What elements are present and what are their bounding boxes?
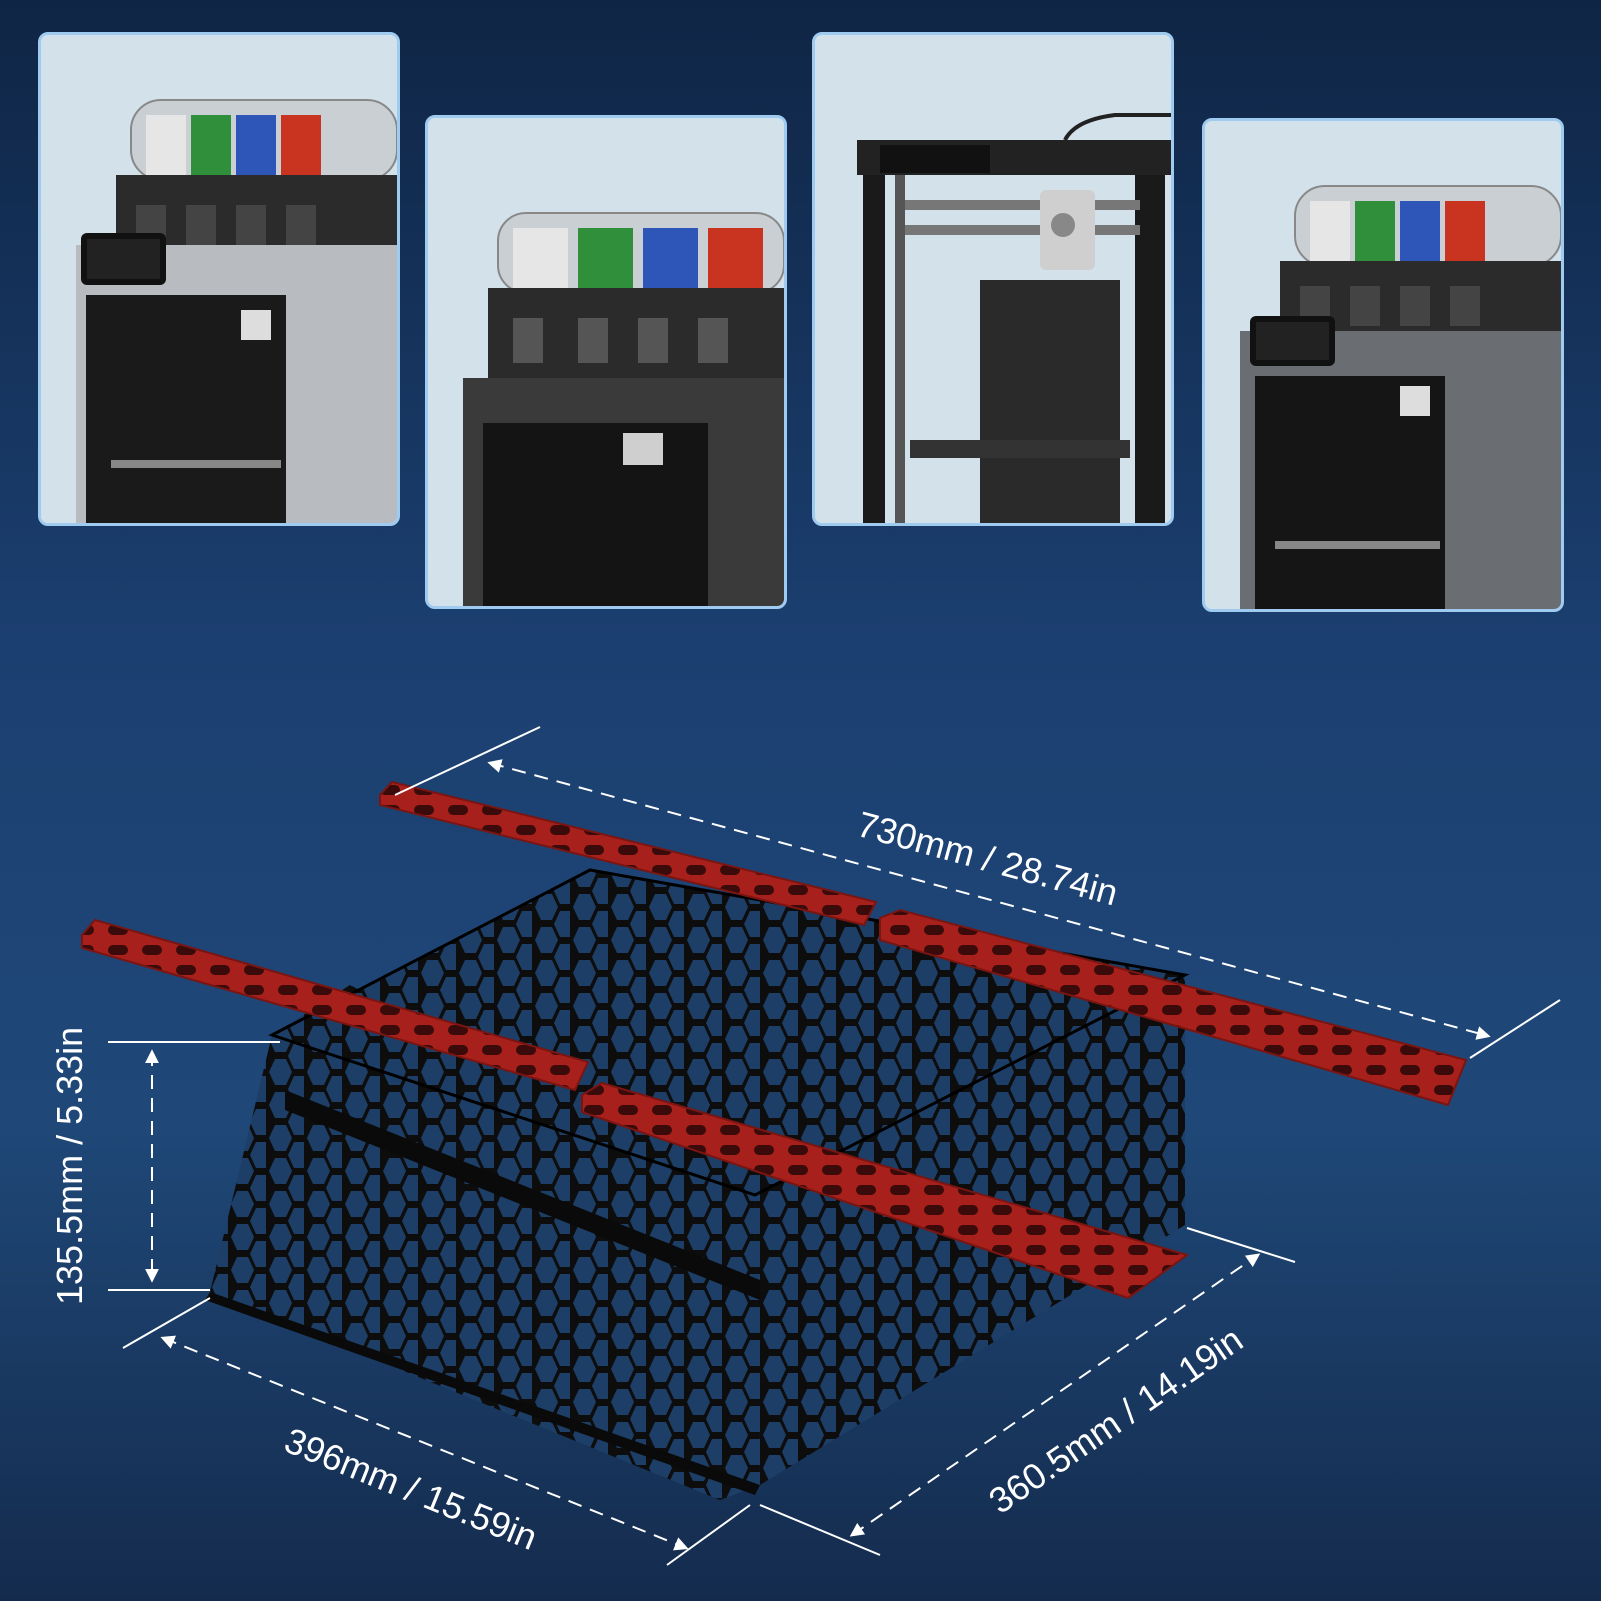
photo-printer-front: [38, 32, 400, 526]
printer-illustration: [41, 35, 397, 523]
printer-illustration: [1205, 121, 1561, 609]
dimension-guides: [108, 726, 1561, 1566]
height-label: 135.5mm / 5.33in: [49, 1027, 90, 1305]
width-label: 396mm / 15.59in: [279, 1419, 543, 1557]
photo-printer-side: [425, 115, 787, 609]
stand-dimension-diagram: 730mm / 28.74in 135.5mm / 5.33in 396mm /…: [49, 726, 1561, 1566]
printer-illustration: [815, 35, 1171, 523]
rail-front-left: [81, 918, 590, 1092]
depth-dimension-line: [849, 1253, 1261, 1537]
photo-printer-right: [1202, 118, 1564, 612]
length-dimension-line: [487, 759, 1491, 1040]
depth-label: 360.5mm / 14.19in: [981, 1319, 1250, 1522]
photo-open-frame-printer: [812, 32, 1174, 526]
printer-illustration: [428, 118, 784, 606]
width-dimension-line: [160, 1335, 689, 1551]
length-label: 730mm / 28.74in: [853, 803, 1122, 913]
